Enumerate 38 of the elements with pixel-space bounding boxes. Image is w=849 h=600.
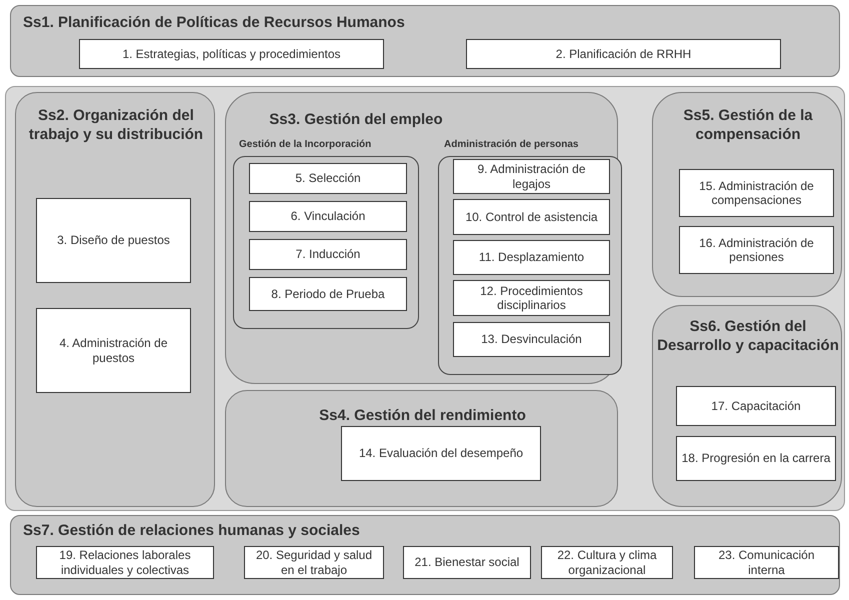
process-box: 9. Administración de legajos	[453, 159, 610, 194]
process-box: 22. Cultura y clima organizacional	[541, 546, 673, 579]
process-box: 20. Seguridad y salud en el trabajo	[244, 546, 384, 579]
section-panel	[10, 5, 840, 77]
group-heading: Administración de personas	[444, 139, 578, 150]
process-box: 2. Planificación de RRHH	[466, 39, 781, 69]
group-heading: Gestión de la Incorporación	[239, 139, 372, 150]
section-heading: Ss4. Gestión del rendimiento	[318, 407, 527, 426]
section-panel	[652, 92, 842, 297]
process-box: 4. Administración de puestos	[36, 308, 191, 393]
section-panel	[652, 305, 842, 507]
process-box: 17. Capacitación	[676, 386, 836, 426]
process-box: 10. Control de asistencia	[453, 199, 610, 235]
process-box: 21. Bienestar social	[403, 546, 531, 579]
process-box: 1. Estrategias, políticas y procedimientos	[79, 39, 384, 69]
process-box: 12. Procedimientos disciplinarios	[453, 280, 610, 316]
process-box: 14. Evaluación del desempeño	[341, 426, 541, 481]
process-box: 19. Relaciones laborales individuales y colectivas	[36, 546, 214, 579]
process-box: 11. Desplazamiento	[453, 240, 610, 275]
process-box: 7. Inducción	[249, 239, 407, 270]
section-heading: Ss3. Gestión del empleo	[268, 111, 444, 130]
section-heading: Ss6. Gestión del Desarrollo y capacitación	[656, 318, 840, 356]
process-box: 23. Comunicación interna	[694, 546, 839, 579]
process-box: 18. Progresión en la carrera	[676, 436, 836, 481]
process-box: 5. Selección	[249, 163, 407, 194]
process-box: 15. Administración de compensaciones	[679, 169, 834, 217]
section-panel	[15, 92, 215, 507]
section-heading: Ss7. Gestión de relaciones humanas y sociales	[23, 522, 361, 541]
section-heading: Ss2. Organización del trabajo y su distribución	[28, 107, 204, 144]
process-box: 3. Diseño de puestos	[36, 198, 191, 283]
section-panel	[10, 515, 840, 595]
process-box: 16. Administración de pensiones	[679, 226, 834, 274]
process-box: 13. Desvinculación	[453, 322, 610, 357]
section-panel	[225, 390, 618, 507]
section-heading: Ss1. Planificación de Políticas de Recursos Humanos	[23, 14, 406, 33]
process-box: 8. Periodo de Prueba	[249, 277, 407, 311]
process-box: 6. Vinculación	[249, 201, 407, 232]
section-heading: Ss5. Gestión de la compensación	[682, 107, 814, 144]
